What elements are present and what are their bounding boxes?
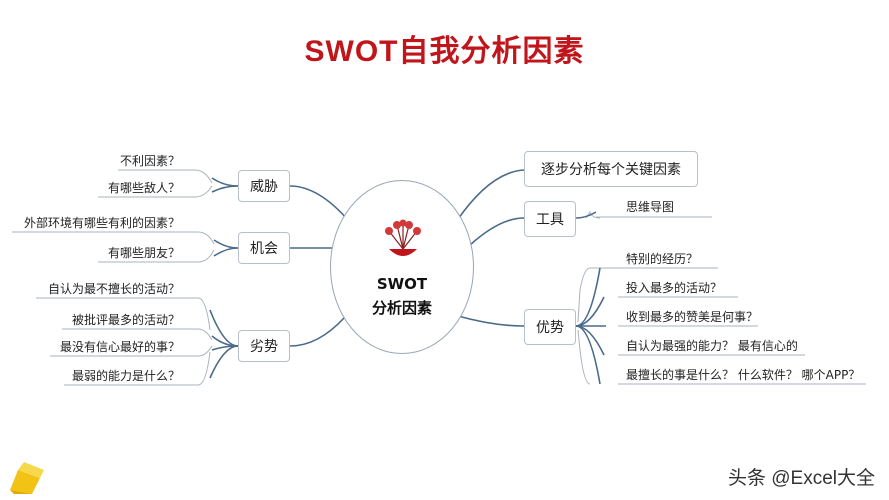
leaf-opportunities-1: 外部环境有哪些有利的因素？ bbox=[23, 216, 180, 230]
leaf-strengths-5: 最擅长的事是什么？ 什么软件？ 哪个APP？ bbox=[626, 368, 861, 382]
leaf-weaknesses-3: 最没有信心最好的事？ bbox=[59, 340, 180, 354]
node-tools[interactable]: 工具 bbox=[524, 201, 576, 237]
leaf-weaknesses-1: 自认为最不擅长的活动？ bbox=[47, 282, 180, 296]
leaf-weaknesses-4: 最弱的能力是什么？ bbox=[71, 369, 180, 383]
swot-icon bbox=[385, 219, 421, 256]
leaf-strengths-4: 自认为最强的能力？ 最有信心的 bbox=[626, 339, 798, 353]
node-weaknesses[interactable]: 劣势 bbox=[238, 330, 290, 362]
node-opportunities[interactable]: 机会 bbox=[238, 232, 290, 264]
node-strengths[interactable]: 优势 bbox=[524, 309, 576, 345]
center-label-line2: 分析因素 bbox=[371, 299, 432, 317]
leaf-weaknesses-2: 被批评最多的活动？ bbox=[71, 313, 180, 327]
pencil-logo-icon bbox=[10, 462, 44, 494]
center-label-line1: SWOT bbox=[376, 275, 428, 293]
title-rest: 自我分析因素 bbox=[398, 34, 585, 69]
watermark: 头条 @Excel大全 bbox=[727, 468, 875, 489]
leaf-opportunities-2: 有哪些朋友？ bbox=[107, 246, 180, 260]
leaf-strengths-1: 特别的经历？ bbox=[626, 252, 699, 266]
leaf-threats-1: 不利因素？ bbox=[119, 154, 180, 168]
page-title: SWOT自我分析因素 bbox=[0, 26, 889, 70]
leaf-threats-2: 有哪些敌人？ bbox=[107, 181, 180, 195]
leaf-strengths-3: 收到最多的赞美是何事？ bbox=[626, 310, 759, 324]
node-key-factors[interactable]: 逐步分析每个关键因素 bbox=[524, 151, 698, 187]
center-node[interactable]: SWOT 分析因素 bbox=[330, 180, 474, 354]
title-latin: SWOT bbox=[304, 35, 399, 68]
leaf-tools-1: 思维导图 bbox=[626, 200, 675, 214]
node-threats[interactable]: 威胁 bbox=[238, 170, 290, 202]
leaf-strengths-2: 投入最多的活动？ bbox=[626, 281, 723, 295]
